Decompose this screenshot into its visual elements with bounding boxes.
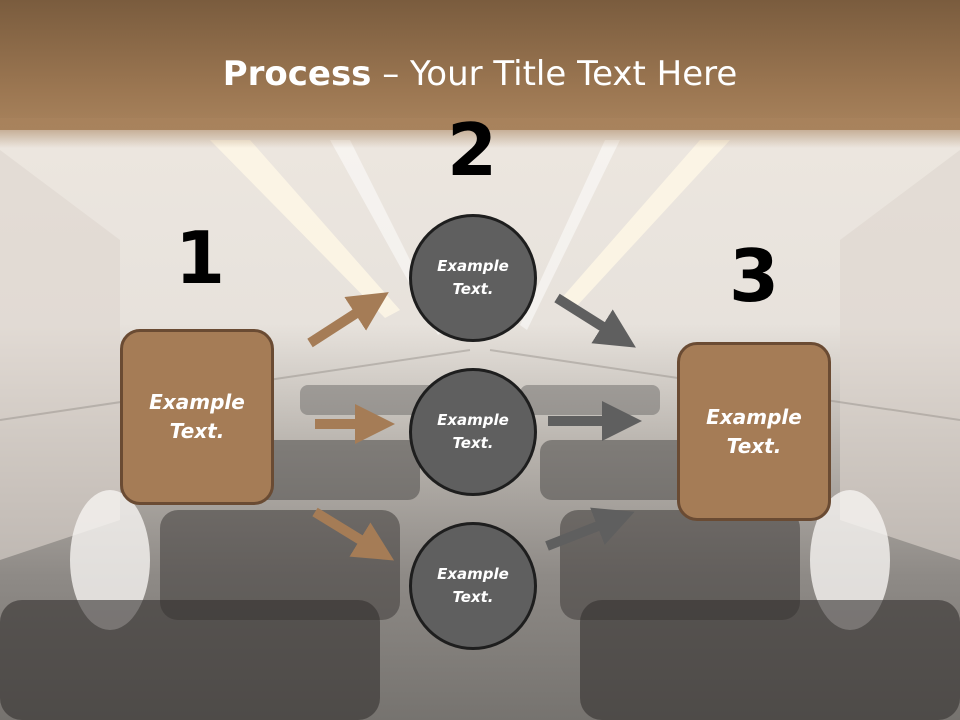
title-bar-fade xyxy=(0,118,960,148)
arrow-1-to-top xyxy=(307,292,389,348)
step-1-text: Example Text. xyxy=(149,390,245,443)
step-number-1: 1 xyxy=(174,216,226,300)
arrow-bottom-to-3 xyxy=(545,507,635,551)
circle-top[interactable]: Example Text. xyxy=(409,214,537,342)
arrow-top-to-3 xyxy=(554,293,636,348)
circle-bottom[interactable]: Example Text. xyxy=(409,522,537,650)
step-number-2: 2 xyxy=(446,108,498,192)
title-bold: Process xyxy=(222,54,372,94)
circle-middle-text: Example Text. xyxy=(437,411,509,452)
circle-middle[interactable]: Example Text. xyxy=(409,368,537,496)
slide-title[interactable]: Process – Your Title Text Here xyxy=(0,52,960,96)
circle-bottom-text: Example Text. xyxy=(437,565,509,606)
title-bar xyxy=(0,0,960,130)
step-number-3: 3 xyxy=(728,234,780,318)
title-rest: – Your Title Text Here xyxy=(371,54,738,94)
arrow-1-to-bottom xyxy=(312,507,395,561)
circle-top-text: Example Text. xyxy=(437,257,509,298)
step-3-box[interactable]: Example Text. xyxy=(677,342,831,521)
step-1-box[interactable]: Example Text. xyxy=(120,329,274,505)
step-3-text: Example Text. xyxy=(706,404,802,458)
